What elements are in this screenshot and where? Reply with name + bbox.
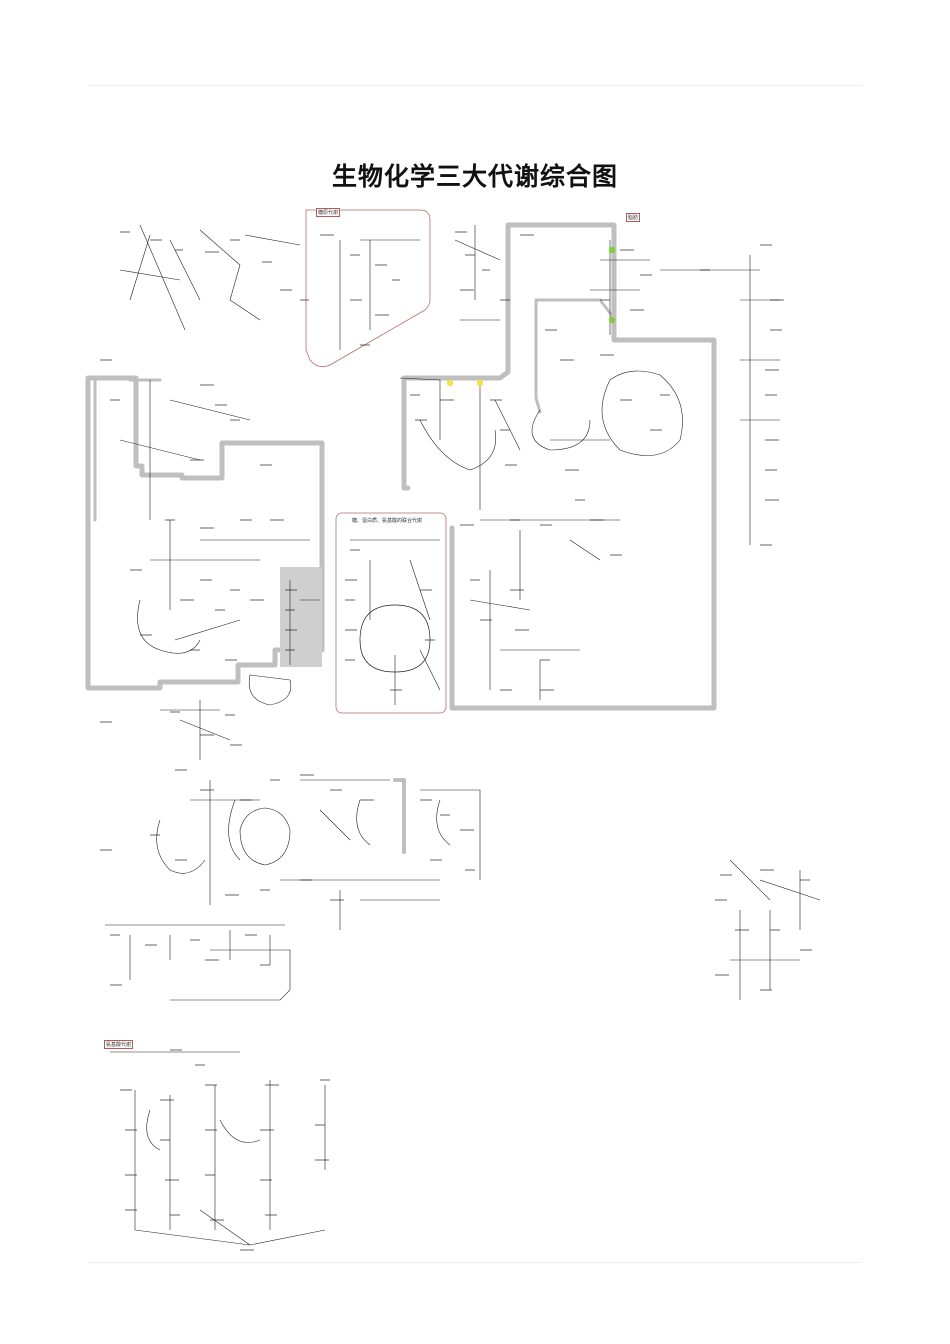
gray-arc-bottom bbox=[393, 778, 406, 854]
region-label-fat: 脂肪 bbox=[626, 213, 641, 222]
connector-lines bbox=[105, 224, 821, 1246]
gray-pathway-mid bbox=[401, 222, 717, 711]
center-region-outline bbox=[335, 512, 447, 714]
footer-rule bbox=[88, 1262, 862, 1263]
highlight-nodes bbox=[446, 246, 616, 387]
gray-pathway-inner bbox=[534, 298, 616, 414]
region-label-center: 糖、蛋白质、氨基酸的联合代谢 bbox=[352, 518, 423, 524]
tiny-labels bbox=[100, 231, 812, 1251]
region-label-glycogen: 糖原代谢 bbox=[316, 208, 341, 217]
glycogen-region-outline bbox=[305, 209, 431, 368]
page-title: 生物化学三大代谢综合图 bbox=[331, 161, 618, 191]
shaded-block bbox=[280, 567, 322, 667]
header-rule bbox=[88, 85, 862, 86]
region-label-amino: 氨基酸代谢 bbox=[104, 1040, 134, 1049]
gray-pathway-mid2 bbox=[93, 378, 162, 522]
gray-pathway-left bbox=[85, 375, 325, 691]
